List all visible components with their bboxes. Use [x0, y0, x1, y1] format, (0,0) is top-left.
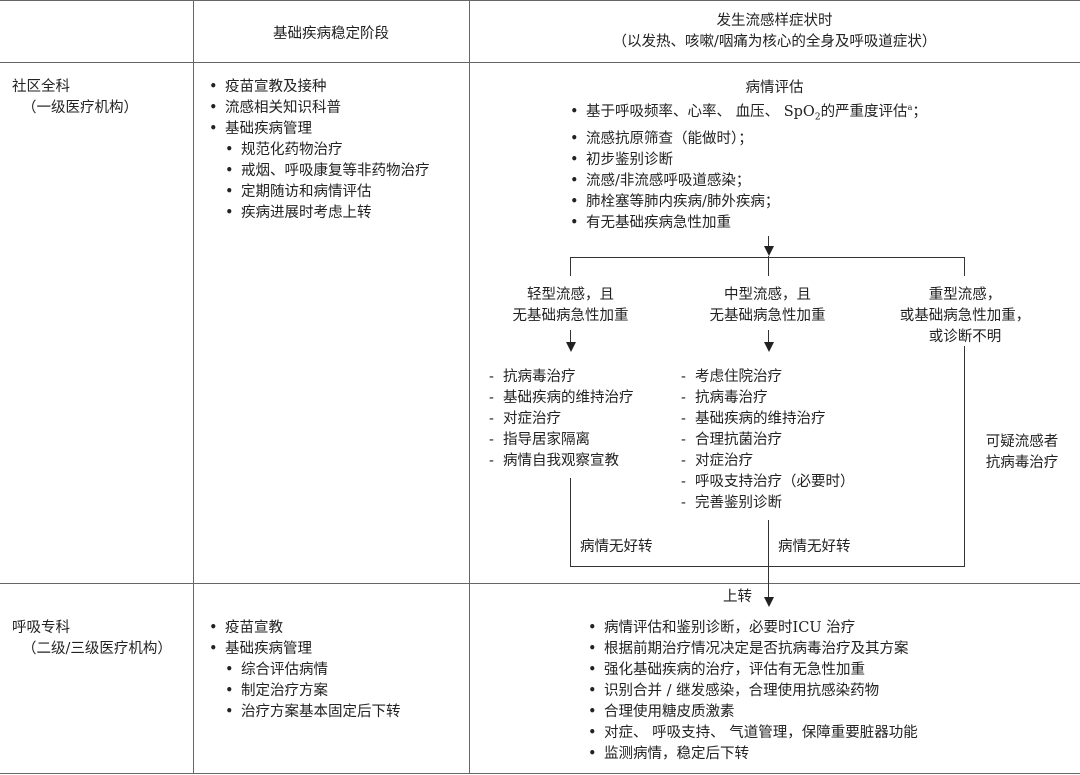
branch-mild-line1: 轻型流感，且	[527, 287, 614, 303]
list-item: 基础疾病管理	[209, 639, 401, 660]
respiratory-flu-list: 病情评估和鉴别诊断，必要时ICU 治疗 根据前期治疗情况决定是否抗病毒治疗及其方…	[588, 618, 918, 765]
respiratory-name: 呼吸专科	[12, 620, 70, 636]
branch-moderate-line2: 无基础病急性加重	[709, 308, 826, 324]
mild-escalation-line	[570, 478, 571, 567]
row-label-respiratory: 呼吸专科 （二级/三级医疗机构）	[12, 618, 172, 660]
branch-severe-line1: 重型流感，	[928, 287, 1002, 303]
mild-treatment-list: 抗病毒治疗 基础疾病的维持治疗 对症治疗 指导居家隔离 病情自我观察宣教	[489, 367, 634, 472]
branch-severe-line2: 或基础病急性加重，	[899, 308, 1031, 324]
branch-right	[964, 257, 965, 276]
list-item: 疫苗宣教及接种	[209, 77, 430, 98]
list-item: 基础疾病的维持治疗	[489, 388, 634, 409]
moderate-arrow	[764, 342, 774, 352]
spo2-subscript: 2	[814, 112, 821, 123]
branch-severe-line3: 或诊断不明	[928, 329, 1002, 345]
list-item: 综合评估病情	[209, 660, 401, 681]
severe-note-line1: 可疑流感者	[985, 434, 1059, 450]
assessment-list: 基于呼吸频率、心率、 血压、 SpO2的严重度评估a； 流感抗原筛查（能做时）；…	[570, 97, 927, 234]
assessment-connector	[768, 236, 769, 248]
list-item: 定期随访和病情评估	[209, 182, 430, 203]
list-item: 初步鉴别诊断	[570, 150, 927, 171]
assessment-arrow	[764, 246, 774, 256]
table-bottom-border	[0, 773, 1080, 774]
community-level: （一级医疗机构）	[22, 100, 138, 116]
respiratory-stable-list: 疫苗宣教 基础疾病管理 综合评估病情 制定治疗方案 治疗方案基本固定后下转	[209, 618, 401, 723]
row-divider	[0, 583, 1080, 584]
mild-connector	[570, 330, 571, 344]
list-item: 完善鉴别诊断	[681, 493, 855, 514]
transfer-up-arrow	[764, 597, 774, 607]
branch-mild-line2: 无基础病急性加重	[512, 308, 629, 324]
list-item: 肺栓塞等肺内疾病/肺外疾病；	[570, 192, 927, 213]
moderate-escalation-line	[768, 520, 769, 598]
list-item: 对症、 呼吸支持、 气道管理，保障重要脏器功能	[588, 723, 918, 744]
branch-moderate-line1: 中型流感，且	[724, 287, 811, 303]
list-item: 流感/非流感呼吸道感染；	[570, 171, 927, 192]
branch-mild: 轻型流感，且 无基础病急性加重	[478, 285, 663, 327]
list-item: 合理抗菌治疗	[681, 430, 855, 451]
list-item: 流感相关知识科普	[209, 98, 430, 119]
list-item: 识别合并 / 继发感染，合理使用抗感染药物	[588, 681, 918, 702]
assessment-item1-post: 的严重度评估	[820, 103, 908, 120]
list-item: 治疗方案基本固定后下转	[209, 702, 401, 723]
header-divider	[0, 62, 1080, 63]
list-item: 呼吸支持治疗（必要时）	[681, 472, 855, 493]
list-item: 根据前期治疗情况决定是否抗病毒治疗及其方案	[588, 639, 918, 660]
assessment-item1-pre: 基于呼吸频率、心率、 血压、 SpO	[586, 103, 815, 120]
list-item: 抗病毒治疗	[489, 367, 634, 388]
assessment-title: 病情评估	[745, 80, 804, 96]
list-item: 合理使用糖皮质激素	[588, 702, 918, 723]
branch-moderate: 中型流感，且 无基础病急性加重	[675, 285, 860, 327]
branch-bar	[570, 257, 965, 258]
moderate-treatment-list: 考虑住院治疗 抗病毒治疗 基础疾病的维持治疗 合理抗菌治疗 对症治疗 呼吸支持治…	[681, 367, 855, 514]
list-item: 有无基础疾病急性加重	[570, 213, 927, 234]
assessment-item1-end: ；	[912, 103, 927, 120]
list-item: 抗病毒治疗	[681, 388, 855, 409]
list-item: 对症治疗	[489, 409, 634, 430]
list-item: 基于呼吸频率、心率、 血压、 SpO2的严重度评估a；	[570, 97, 927, 129]
list-item: 规范化药物治疗	[209, 140, 430, 161]
header-flu-line2: （以发热、咳嗽/咽痛为核心的全身及呼吸道症状）	[612, 34, 937, 50]
column-divider-2	[469, 0, 470, 774]
header-flu-line1: 发生流感样症状时	[716, 13, 833, 29]
header-stable-phase: 基础疾病稳定阶段	[273, 26, 389, 42]
list-item: 强化基础疾病的治疗，评估有无急性加重	[588, 660, 918, 681]
escalation-bar	[570, 566, 965, 567]
branch-stem	[768, 256, 769, 276]
community-stable-list: 疫苗宣教及接种 流感相关知识科普 基础疾病管理 规范化药物治疗 戒烟、呼吸康复等…	[209, 77, 430, 224]
no-improvement-label-2: 病情无好转	[778, 539, 851, 555]
list-item: 对症治疗	[681, 451, 855, 472]
list-item: 制定治疗方案	[209, 681, 401, 702]
list-item: 戒烟、呼吸康复等非药物治疗	[209, 161, 430, 182]
severe-note: 可疑流感者 抗病毒治疗	[972, 432, 1072, 474]
row-label-community: 社区全科 （一级医疗机构）	[12, 77, 138, 119]
community-name: 社区全科	[12, 79, 70, 95]
transfer-up-label: 上转	[723, 589, 752, 605]
no-improvement-label-1: 病情无好转	[580, 539, 653, 555]
list-item: 流感抗原筛查（能做时）；	[570, 129, 927, 150]
mild-arrow	[566, 342, 576, 352]
list-item: 考虑住院治疗	[681, 367, 855, 388]
column-divider-1	[193, 0, 194, 774]
list-item: 基础疾病的维持治疗	[681, 409, 855, 430]
list-item: 疫苗宣教	[209, 618, 401, 639]
respiratory-level: （二级/三级医疗机构）	[22, 641, 172, 657]
list-item: 基础疾病管理	[209, 119, 430, 140]
severe-note-line2: 抗病毒治疗	[985, 455, 1059, 471]
list-item: 疾病进展时考虑上转	[209, 203, 430, 224]
footnote-marker: a	[907, 103, 913, 112]
branch-left	[570, 257, 571, 276]
list-item: 病情自我观察宣教	[489, 451, 634, 472]
list-item: 病情评估和鉴别诊断，必要时ICU 治疗	[588, 618, 918, 639]
severe-escalation-line	[964, 346, 965, 567]
header-flu-symptoms: 发生流感样症状时 （以发热、咳嗽/咽痛为核心的全身及呼吸道症状）	[469, 11, 1080, 53]
moderate-connector	[768, 330, 769, 344]
list-item: 监测病情，稳定后下转	[588, 744, 918, 765]
branch-severe: 重型流感， 或基础病急性加重， 或诊断不明	[870, 285, 1060, 348]
table-top-border	[0, 0, 1080, 1]
list-item: 指导居家隔离	[489, 430, 634, 451]
